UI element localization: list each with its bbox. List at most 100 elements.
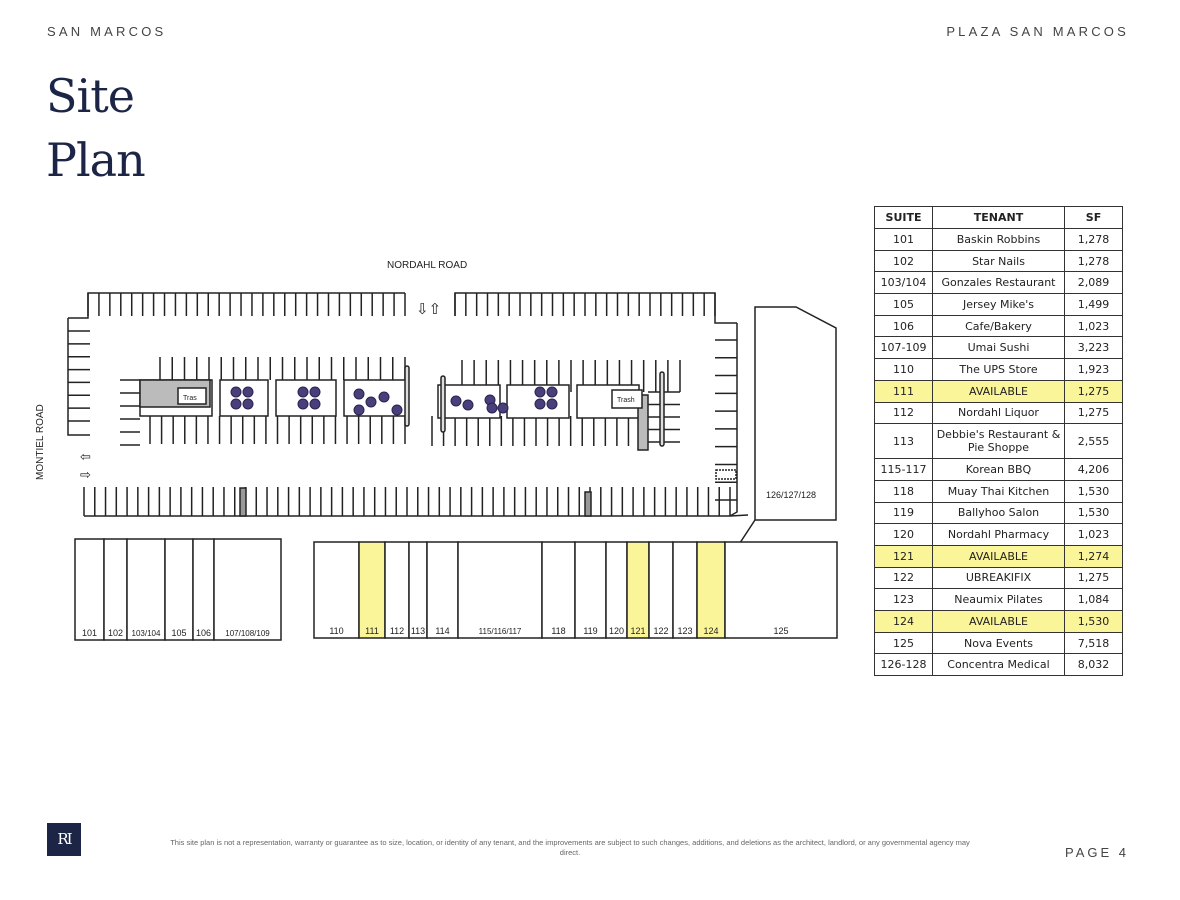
suite-107/108/109 [213,538,282,641]
suite-120 [605,541,628,639]
tree-icon [365,396,377,408]
cell-tenant: The UPS Store [932,358,1065,381]
suite-label: 113 [411,626,425,636]
suite-label: 106 [196,628,211,638]
company-logo: RI [47,823,81,856]
tree-icon [242,386,254,398]
tree-icon [450,395,462,407]
col-tenant: TENANT [932,206,1065,229]
tree-icon [546,386,558,398]
cell-sf: 1,530 [1064,610,1123,633]
cell-sf: 1,278 [1064,228,1123,251]
tree-icon [534,398,546,410]
disclaimer: This site plan is not a representation, … [170,838,970,857]
left-arrow-icon: ⇦ [80,449,91,464]
tree-icon [462,399,474,411]
cell-suite: 118 [874,479,933,503]
suite-label: 120 [609,626,624,636]
cell-tenant: Nordahl Pharmacy [932,523,1065,546]
suite-113 [408,541,428,639]
tree-icon [534,386,546,398]
tree-icon [242,398,254,410]
cell-suite: 126-128 [874,653,933,677]
cell-suite: 111 [874,379,933,403]
road-label-left: MONTIEL ROAD [35,404,46,480]
suite-label: 112 [390,626,404,636]
cell-tenant: AVAILABLE [932,379,1065,403]
cell-suite: 115-117 [874,458,933,481]
suite-110 [313,541,360,639]
suite-label: 123 [677,626,692,636]
trash-enclosure-right [637,394,649,451]
suite-119 [574,541,607,639]
suite-label: 111 [365,626,379,636]
cell-sf: 1,275 [1064,566,1123,590]
road-label-top: NORDAHL ROAD [387,260,467,271]
suite-label: 114 [435,626,449,636]
cell-suite: 121 [874,544,933,568]
suite-label: 110 [329,626,343,636]
col-sf: SF [1064,206,1123,229]
tree-icon [378,391,390,403]
suite-122 [648,541,674,639]
suite-label: 124 [703,626,718,636]
cell-sf: 1,923 [1064,358,1123,381]
tree-icon [230,386,242,398]
col-suite: SUITE [874,206,933,229]
cell-sf: 1,023 [1064,314,1123,338]
location-label: SAN MARCOS [47,24,167,39]
cell-sf: 1,499 [1064,293,1123,316]
cell-sf: 3,223 [1064,336,1123,360]
cell-suite: 102 [874,249,933,273]
suite-label: 107/108/109 [225,629,270,638]
suite-label: 103/104 [132,629,161,638]
cell-tenant: Nordahl Liquor [932,401,1065,425]
tree-icon [391,404,403,416]
tree-icon [230,398,242,410]
two-way-arrow-icon: ⇩⇧ [416,301,441,318]
cell-sf: 8,032 [1064,653,1123,677]
suite-112 [384,541,410,639]
suite-114 [426,541,459,639]
cell-tenant: UBREAKIFIX [932,566,1065,590]
suite-115/116/117 [457,541,543,639]
cell-suite: 110 [874,358,933,381]
cell-sf: 1,274 [1064,544,1123,568]
site-plan-drawing: NORDAHL ROAD MONTIEL ROAD Tras Trash 126… [35,260,838,641]
suite-label: 119 [583,626,597,636]
tree-icon [353,404,365,416]
page-number: PAGE 4 [1064,845,1129,860]
cell-sf: 7,518 [1064,631,1123,655]
cell-tenant: Umai Sushi [932,336,1065,360]
cell-sf: 1,275 [1064,379,1123,403]
suite-102 [103,538,128,641]
title-line: Site [46,69,135,123]
tree-icon [546,398,558,410]
cell-sf: 1,275 [1064,401,1123,425]
suite-label: 101 [82,628,97,638]
suite-125 [724,541,838,639]
suite-label: 121 [630,626,645,636]
suite-label: 125 [773,626,788,636]
cell-tenant: AVAILABLE [932,544,1065,568]
cell-sf: 2,089 [1064,271,1123,295]
cell-tenant: Gonzales Restaurant [932,271,1065,295]
suite-label: 122 [653,626,668,636]
